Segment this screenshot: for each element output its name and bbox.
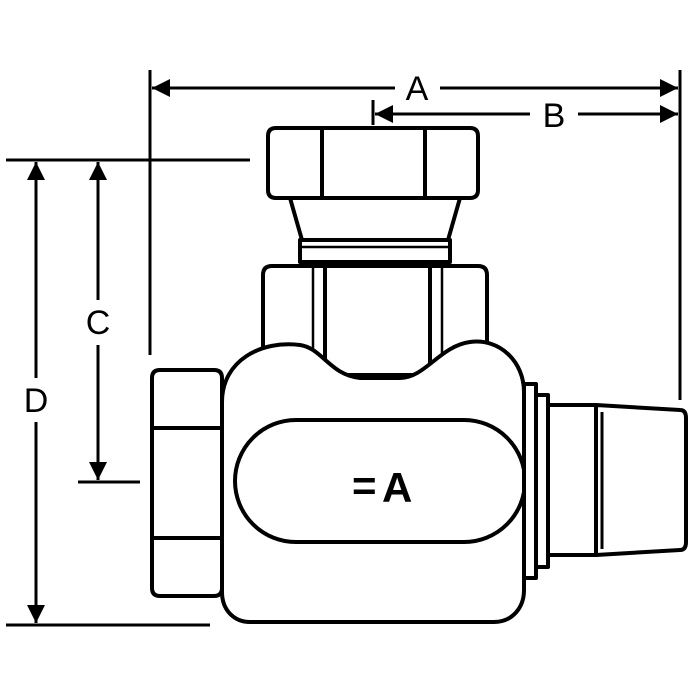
valve-body [220, 339, 527, 624]
extension-lines [6, 70, 682, 627]
dimension-a: A [152, 70, 678, 108]
inlet-hex-nut [150, 368, 224, 598]
dimension-b: B [375, 97, 678, 135]
dimension-d: D [24, 162, 49, 623]
dimension-c: C [86, 162, 111, 480]
body-mark-symbol: = [352, 462, 377, 509]
handle-cap [266, 126, 480, 200]
body-nameplate [233, 418, 527, 544]
outlet-fitting [522, 382, 688, 580]
dimension-d-label: D [24, 382, 49, 420]
stem-neck [288, 196, 462, 264]
dimension-c-label: C [86, 304, 111, 342]
valve: = A [150, 126, 688, 624]
body-mark-letter: A [382, 464, 412, 511]
dimension-a-label: A [406, 70, 429, 108]
dimension-b-label: B [543, 97, 566, 135]
body-mark: = A [352, 462, 412, 511]
bonnet-hex [261, 264, 489, 378]
